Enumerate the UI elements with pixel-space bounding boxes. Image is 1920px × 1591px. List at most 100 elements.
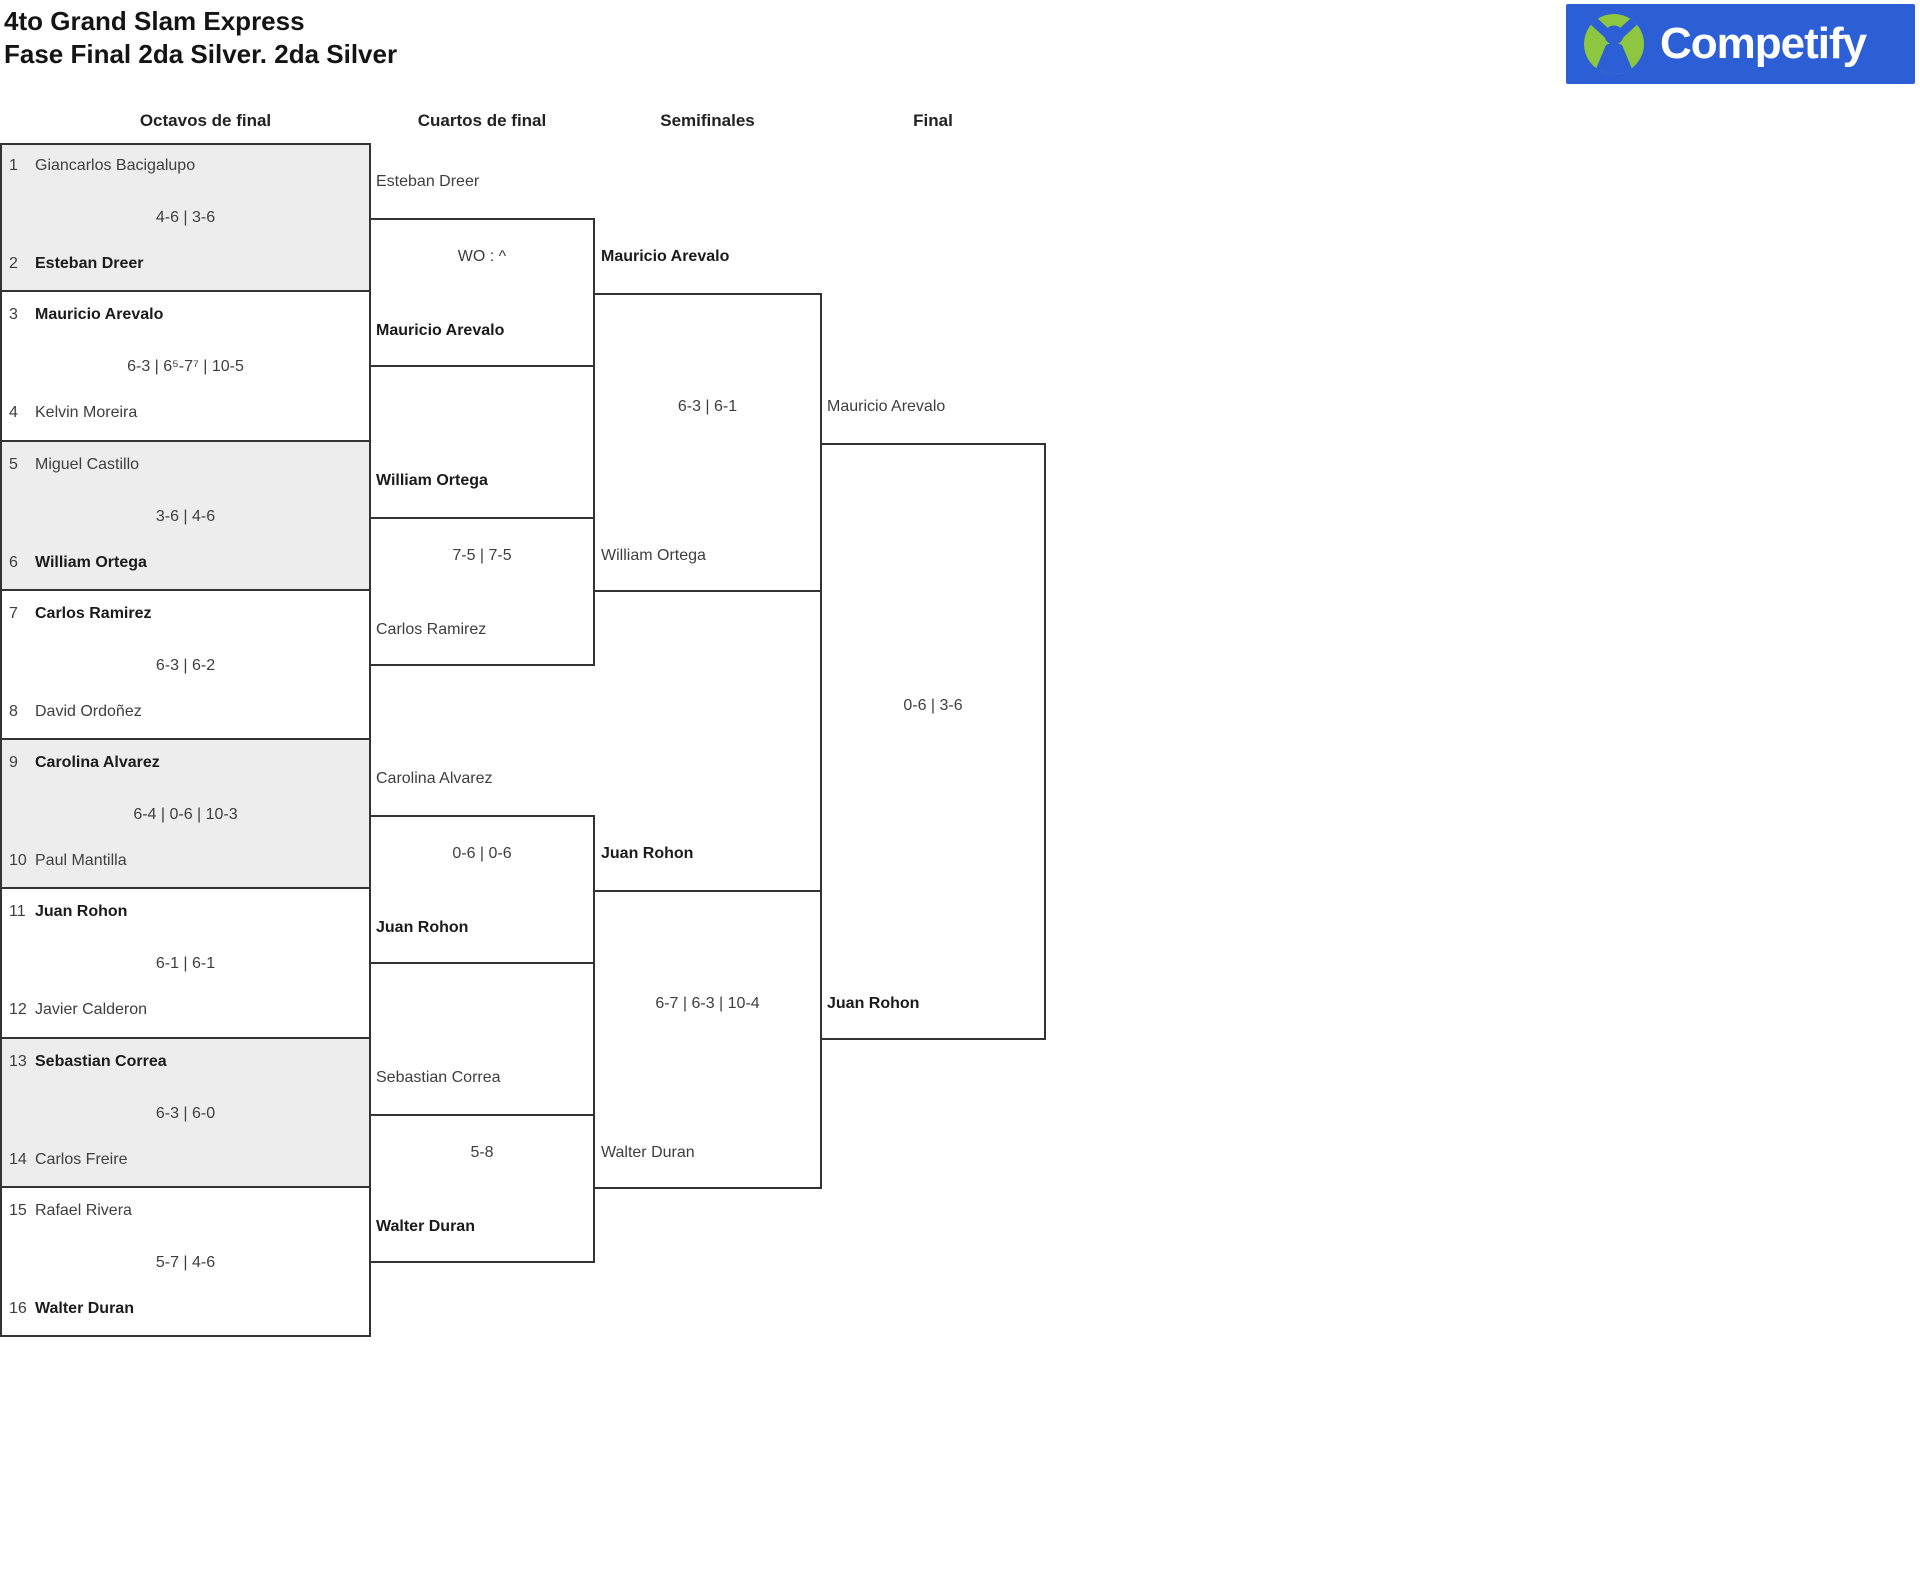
- cuartos-m3-box: [369, 815, 595, 964]
- octavos-m3-p2-row: 6 William Ortega: [0, 552, 371, 574]
- semifinal-2-p2: Walter Duran: [601, 1144, 695, 1161]
- octavos-m4-p1-row: 7 Carlos Ramirez: [0, 603, 371, 625]
- player-name: David Ordoñez: [35, 703, 142, 720]
- cuartos-m3-score: 0-6 | 0-6: [452, 845, 512, 862]
- player-name: Carolina Alvarez: [35, 754, 160, 771]
- seed: 13: [9, 1053, 27, 1070]
- seed: 4: [9, 404, 18, 421]
- octavos-m8-score: 5-7 | 4-6: [155, 1254, 216, 1271]
- brand-name: Competify: [1660, 19, 1867, 68]
- octavos-m1-p2-row: 2 Esteban Dreer: [0, 253, 371, 275]
- seed: 9: [9, 754, 18, 771]
- player-name: Giancarlos Bacigalupo: [35, 157, 196, 174]
- semifinal-2-box: [593, 890, 822, 1189]
- player-name: Carlos Freire: [35, 1151, 128, 1168]
- seed: 10: [9, 852, 27, 869]
- octavos-m3-score: 3-6 | 4-6: [155, 508, 216, 525]
- octavos-m2-box: [0, 292, 371, 442]
- octavos-m7-p1-row: 13 Sebastian Correa: [0, 1051, 371, 1073]
- seed: 15: [9, 1202, 27, 1219]
- player-name: Miguel Castillo: [35, 456, 140, 473]
- octavos-m7-score: 6-3 | 6-0: [155, 1105, 216, 1122]
- cuartos-m1-box: [369, 218, 595, 367]
- octavos-m5-p2-row: 10 Paul Mantilla: [0, 850, 371, 872]
- octavos-m5-score: 6-4 | 0-6 | 10-3: [133, 806, 238, 823]
- cuartos-m2-p1: William Ortega: [376, 472, 488, 489]
- octavos-m2-score: 6-3 | 6⁵-7⁷ | 10-5: [127, 358, 244, 375]
- semifinal-1-p2: William Ortega: [601, 547, 706, 564]
- octavos-m6-p2-row: 12 Javier Calderon: [0, 999, 371, 1021]
- cuartos-m1-p2: Mauricio Arevalo: [376, 322, 505, 339]
- cuartos-m4-p2: Walter Duran: [376, 1218, 475, 1235]
- octavos-m5-p1-row: 9 Carolina Alvarez: [0, 752, 371, 774]
- cuartos-m1-p1: Esteban Dreer: [376, 173, 480, 190]
- semifinal-1-box: [593, 293, 822, 592]
- seed: 5: [9, 456, 18, 473]
- seed: 2: [9, 255, 18, 272]
- column-header-final: Final: [913, 111, 953, 130]
- cuartos-m4-score: 5-8: [470, 1144, 494, 1161]
- seed: 8: [9, 703, 18, 720]
- player-name: Kelvin Moreira: [35, 404, 138, 421]
- octavos-m2-p2-row: 4 Kelvin Moreira: [0, 402, 371, 424]
- octavos-m6-score: 6-1 | 6-1: [155, 955, 216, 972]
- cuartos-m2-box: [369, 517, 595, 666]
- seed: 7: [9, 605, 18, 622]
- player-name: Carlos Ramirez: [35, 605, 152, 622]
- cuartos-m4-box: [369, 1114, 595, 1263]
- page-title: 4to Grand Slam Express Fase Final 2da Si…: [4, 5, 397, 71]
- seed: 11: [9, 903, 26, 920]
- cuartos-m2-score: 7-5 | 7-5: [452, 547, 512, 564]
- phase-name: Fase Final 2da Silver. 2da Silver: [4, 39, 398, 69]
- final-p2: Juan Rohon: [827, 995, 920, 1012]
- cuartos-m4-p1: Sebastian Correa: [376, 1069, 501, 1086]
- octavos-m3-box: [0, 442, 371, 591]
- octavos-m2-p1-row: 3 Mauricio Arevalo: [0, 304, 371, 326]
- semifinal-2-p1: Juan Rohon: [601, 845, 694, 862]
- octavos-m5-box: [0, 740, 371, 889]
- octavos-m8-p2-row: 16 Walter Duran: [0, 1298, 371, 1320]
- semifinal-1-score: 6-3 | 6-1: [677, 398, 738, 415]
- octavos-m8-box: [0, 1188, 371, 1337]
- cuartos-m3-p2: Juan Rohon: [376, 919, 469, 936]
- seed: 12: [9, 1001, 27, 1018]
- octavos-m6-box: [0, 889, 371, 1039]
- column-header-octavos: Octavos de final: [139, 111, 272, 130]
- person-celebration-icon: [1584, 14, 1644, 74]
- player-name: William Ortega: [35, 554, 147, 571]
- octavos-m7-p2-row: 14 Carlos Freire: [0, 1149, 371, 1171]
- octavos-m8-p1-row: 15 Rafael Rivera: [0, 1200, 371, 1222]
- competify-logo: Competify: [1566, 4, 1915, 84]
- player-name: Rafael Rivera: [35, 1202, 132, 1219]
- player-name: Esteban Dreer: [35, 255, 144, 272]
- column-header-semifinales: Semifinales: [660, 111, 755, 130]
- player-name: Walter Duran: [35, 1300, 134, 1317]
- octavos-m1-p1-row: 1 Giancarlos Bacigalupo: [0, 155, 371, 177]
- player-name: Javier Calderon: [35, 1001, 148, 1018]
- player-name: Paul Mantilla: [35, 852, 127, 869]
- final-box: [820, 443, 1046, 1040]
- octavos-m1-score: 4-6 | 3-6: [155, 209, 216, 226]
- tournament-name: 4to Grand Slam Express: [4, 6, 305, 36]
- player-name: Sebastian Correa: [35, 1053, 167, 1070]
- seed: 6: [9, 554, 18, 571]
- cuartos-m3-p1: Carolina Alvarez: [376, 770, 493, 787]
- octavos-m7-box: [0, 1039, 371, 1188]
- octavos-m4-p2-row: 8 David Ordoñez: [0, 701, 371, 723]
- cuartos-m2-p2: Carlos Ramirez: [376, 621, 487, 638]
- seed: 14: [9, 1151, 27, 1168]
- seed: 1: [9, 157, 18, 174]
- player-name: Juan Rohon: [35, 903, 128, 920]
- cuartos-m1-score: WO : ^: [457, 248, 507, 265]
- octavos-m4-box: [0, 591, 371, 740]
- octavos-m4-score: 6-3 | 6-2: [155, 657, 216, 674]
- final-score: 0-6 | 3-6: [903, 697, 963, 714]
- octavos-m6-p1-row: 11 Juan Rohon: [0, 901, 371, 923]
- seed: 3: [9, 306, 18, 323]
- player-name: Mauricio Arevalo: [35, 306, 164, 323]
- semifinal-1-p1: Mauricio Arevalo: [601, 248, 730, 265]
- semifinal-2-score: 6-7 | 6-3 | 10-4: [655, 995, 760, 1012]
- octavos-m1-box: [0, 143, 371, 292]
- seed: 16: [9, 1300, 27, 1317]
